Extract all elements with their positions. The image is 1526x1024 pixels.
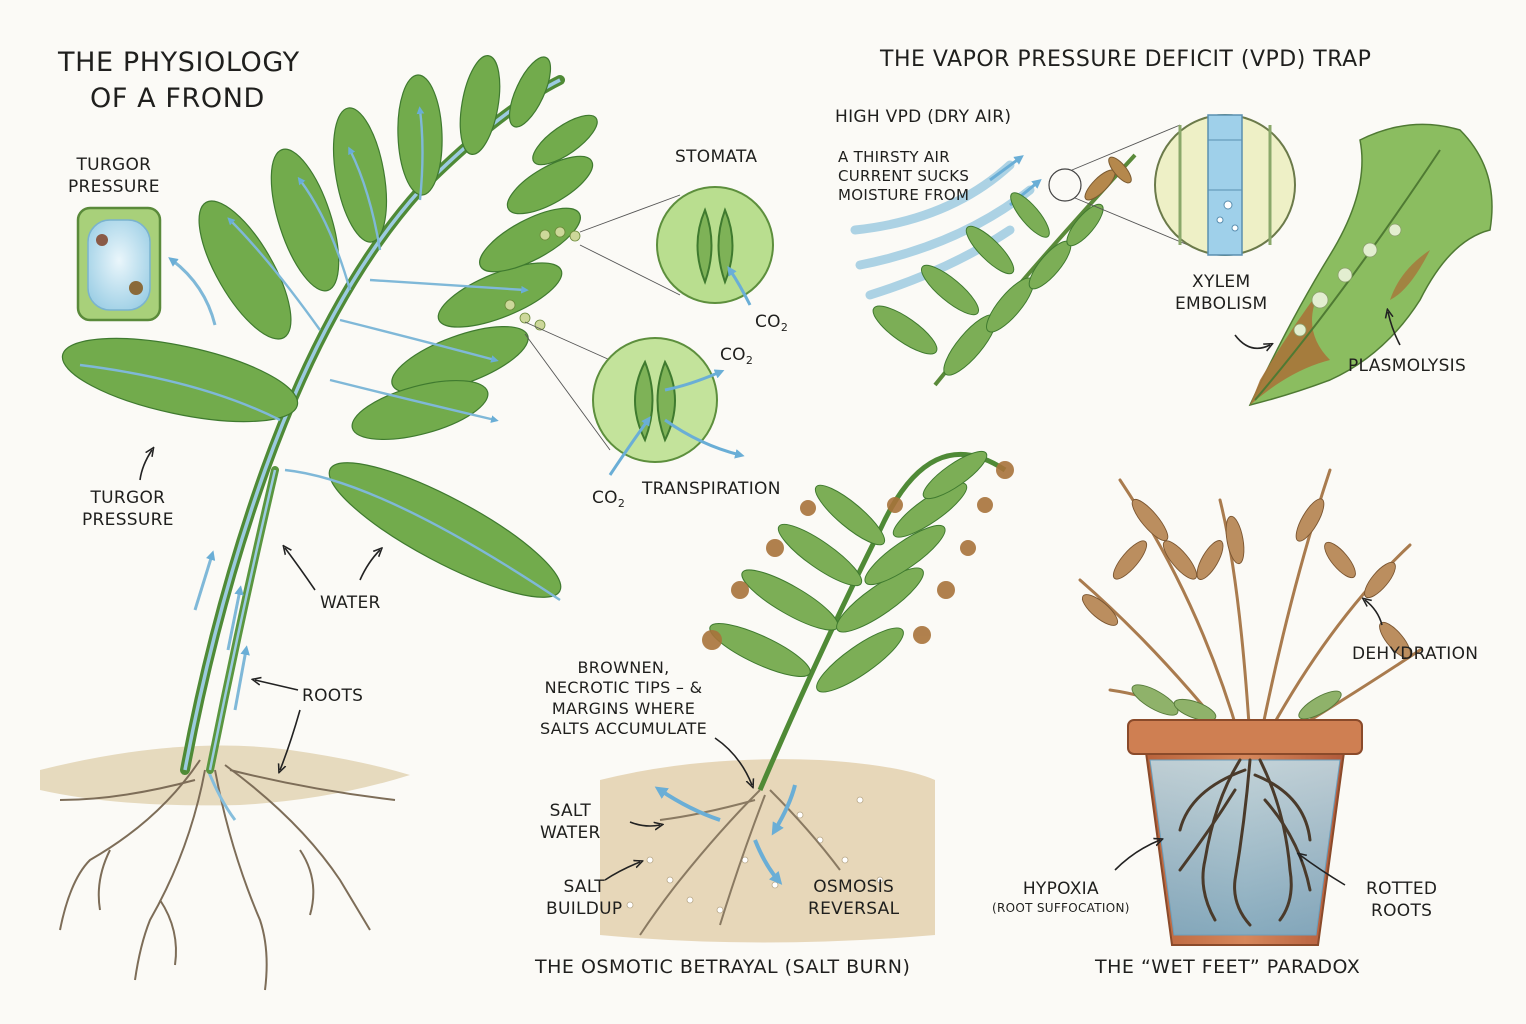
turgor-pressure-mid-label: TURGOR PRESSURE xyxy=(82,488,174,532)
tips-line-3: MARGINS WHERE xyxy=(551,698,696,718)
rotted-line-1: ROTTED xyxy=(1366,879,1438,899)
co2-sub-1: 2 xyxy=(780,321,789,334)
air-current-line-3: MOISTURE FROM xyxy=(838,186,970,205)
turgor-top-line-2: PRESSURE xyxy=(68,176,160,197)
high-vpd-label: HIGH VPD (DRY AIR) xyxy=(835,107,1012,127)
vpd-frond-leaflets xyxy=(872,192,1104,376)
dehydration-label: DEHYDRATION xyxy=(1352,644,1479,664)
flower-pot xyxy=(1127,719,1363,946)
stomata-label: STOMATA xyxy=(675,147,758,167)
co2-label-1: CO2 xyxy=(755,312,788,335)
turgor-cell xyxy=(76,206,162,322)
salt-water-label: SALT WATER xyxy=(540,801,601,845)
osmosis-reversal-label: OSMOSIS REVERSAL xyxy=(808,877,899,921)
wet-title: THE “WET FEET” PARADOX xyxy=(1095,956,1361,978)
salt-fern-rachis xyxy=(757,451,1007,791)
hypoxia-sub-text: (ROOT SUFFOCATION) xyxy=(992,900,1130,915)
vein-arrows xyxy=(79,106,561,601)
xylem-embolism-label: XYLEM EMBOLISM xyxy=(1175,272,1268,316)
transpiration-label: TRANSPIRATION xyxy=(642,479,781,499)
air-current-line-1: A THIRSTY AIR xyxy=(838,148,950,166)
hypoxia-text: HYPOXIA xyxy=(1022,879,1099,899)
hypoxia-label: HYPOXIA (ROOT SUFFOCATION) xyxy=(992,879,1130,916)
xylem-magnifier xyxy=(1154,114,1296,256)
rotted-roots-label: ROTTED ROOTS xyxy=(1366,879,1437,923)
roots-label: ROOTS xyxy=(302,686,364,706)
osmosis-line-2: REVERSAL xyxy=(808,898,900,919)
salt-buildup-line-2: BUILDUP xyxy=(546,898,623,919)
frond-title: THE PHYSIOLOGY OF A FROND xyxy=(58,45,300,118)
co2-sub-2: 2 xyxy=(745,354,754,367)
turgor-mid-line-1: TURGOR xyxy=(90,488,166,508)
osmosis-line-1: OSMOSIS xyxy=(813,877,895,897)
wilted-fronds xyxy=(1078,468,1422,747)
wet-panel-art xyxy=(1078,468,1422,946)
co2-text-3: CO xyxy=(592,488,618,508)
xylem-line-2: EMBOLISM xyxy=(1175,293,1268,314)
tips-line-4: SALTS ACCUMULATE xyxy=(540,719,708,739)
stomata-magnifier-1 xyxy=(579,186,774,306)
salt-panel-art xyxy=(600,450,1014,943)
co2-sub-3: 2 xyxy=(617,497,626,510)
rotted-line-2: ROOTS xyxy=(1371,900,1433,921)
plasmolysis-label: PLASMOLYSIS xyxy=(1348,356,1467,376)
turgor-top-line-1: TURGOR xyxy=(76,155,152,175)
stomata-magnifier-2 xyxy=(524,321,745,476)
vpd-title: THE VAPOR PRESSURE DEFICIT (VPD) TRAP xyxy=(880,47,1372,72)
rotted-roots xyxy=(1178,758,1312,927)
frond-title-line-1: THE PHYSIOLOGY xyxy=(58,47,300,78)
plasmolysis-leaf xyxy=(1248,123,1493,407)
co2-text-1: CO xyxy=(755,312,781,332)
soil-mound xyxy=(40,745,410,806)
frond-panel-art xyxy=(40,55,774,991)
co2-text-2: CO xyxy=(720,345,746,365)
air-current-label: A THIRSTY AIR CURRENT SUCKS MOISTURE FRO… xyxy=(838,148,969,206)
salt-roots xyxy=(639,789,841,936)
water-label: WATER xyxy=(320,593,381,613)
turgor-mid-line-2: PRESSURE xyxy=(82,509,174,530)
air-current-line-2: CURRENT SUCKS xyxy=(838,167,970,186)
necrotic-tips-label: BROWNEN, NECROTIC TIPS – & MARGINS WHERE… xyxy=(540,658,707,740)
salt-title: THE OSMOTIC BETRAYAL (SALT BURN) xyxy=(535,956,911,978)
salt-water-line-1: SALT xyxy=(549,801,592,821)
pointer-arrows xyxy=(139,450,380,770)
xylem-line-1: XYLEM xyxy=(1192,272,1251,292)
co2-label-2: CO2 xyxy=(720,345,753,368)
tips-line-2: NECROTIC TIPS – & xyxy=(544,678,703,698)
root-system xyxy=(59,759,396,991)
vpd-panel-art xyxy=(850,114,1493,407)
co2-label-3: CO2 xyxy=(592,488,625,511)
salt-fern-pinnae xyxy=(709,450,988,693)
turgor-pressure-top-label: TURGOR PRESSURE xyxy=(68,155,160,199)
frond-pinnae xyxy=(61,55,598,598)
salt-buildup-line-1: SALT xyxy=(563,877,605,897)
salt-buildup-label: SALT BUILDUP xyxy=(546,877,622,921)
tips-line-1: BROWNEN, xyxy=(577,658,670,677)
frond-title-line-2: OF A FROND xyxy=(90,83,265,115)
salt-water-line-2: WATER xyxy=(540,822,601,843)
